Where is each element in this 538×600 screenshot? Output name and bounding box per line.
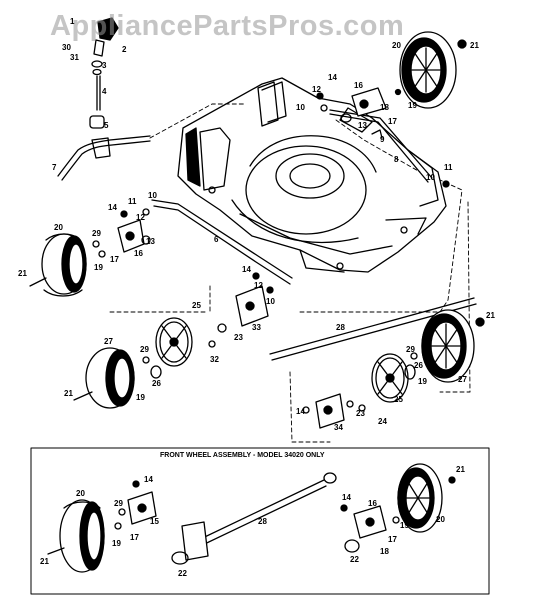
front-callout-20-left: 20: [76, 489, 85, 498]
callout-27-right: 27: [458, 375, 467, 384]
callout-14-mid: 14: [242, 265, 251, 274]
callout-9: 9: [380, 135, 385, 144]
assembly-guide-lines: [109, 103, 471, 443]
callout-31: 31: [70, 53, 79, 62]
callout-23-left: 23: [234, 333, 243, 342]
front-callout-28: 28: [258, 517, 267, 526]
callout-28-mid: 28: [336, 323, 345, 332]
callout-14-right-lower: 14: [296, 407, 305, 416]
mower-deck: [177, 77, 447, 273]
callout-11-left: 11: [128, 197, 137, 206]
front-callout-20-right: 20: [436, 515, 445, 524]
callout-26: 26: [152, 379, 161, 388]
height-bracket-left: [92, 208, 151, 258]
callout-24: 24: [378, 417, 387, 426]
wheel-top-right: [399, 31, 467, 109]
front-callout-16: 16: [368, 499, 377, 508]
callout-13-left: 13: [146, 237, 155, 246]
callout-27-left: 27: [104, 337, 113, 346]
callout-12-top-right: 12: [312, 85, 321, 94]
front-callout-29: 29: [114, 499, 123, 508]
callout-17-top-right: 17: [388, 117, 397, 126]
front-callout-17-left: 17: [130, 533, 139, 542]
front-callout-14-left: 14: [144, 475, 153, 484]
front-callout-19-right: 19: [400, 521, 409, 530]
callout-3: 3: [102, 61, 107, 70]
front-wheel-assembly-frame: [30, 447, 490, 595]
callout-16-left: 16: [134, 249, 143, 258]
callout-10-top-right: 10: [296, 103, 305, 112]
callout-19-right: 19: [418, 377, 427, 386]
front-callout-22-right: 22: [350, 555, 359, 564]
callout-10-mid: 10: [266, 297, 275, 306]
callout-7: 7: [52, 163, 57, 172]
height-adjust-lever: [57, 17, 151, 181]
height-bracket-center: [208, 272, 274, 348]
callout-12-mid: 12: [254, 281, 263, 290]
callout-32: 32: [210, 355, 219, 364]
front-axle: [171, 472, 337, 565]
front-callout-17-right: 17: [388, 535, 397, 544]
callout-30: 30: [62, 43, 71, 52]
wheel-right-rear: [421, 309, 485, 383]
callout-29-right: 29: [406, 345, 415, 354]
callout-13-top-right: 13: [358, 121, 367, 130]
callout-19-top-right: 19: [408, 101, 417, 110]
callout-19-left: 19: [94, 263, 103, 272]
callout-34: 34: [334, 423, 343, 432]
callout-6: 6: [214, 235, 219, 244]
callout-16-top-right: 16: [354, 81, 363, 90]
hub-cap-right: [371, 352, 418, 403]
callout-5: 5: [104, 121, 109, 130]
callout-8: 8: [394, 155, 399, 164]
front-wheel-assembly-left: [47, 480, 157, 573]
callout-29-mid: 29: [140, 345, 149, 354]
height-bracket-top-right: [316, 87, 450, 188]
front-callout-21-right: 21: [456, 465, 465, 474]
front-callout-15: 15: [150, 517, 159, 526]
callout-25-left: 25: [192, 301, 201, 310]
callout-18-top-right: 18: [380, 103, 389, 112]
callout-21-mid: 21: [64, 389, 73, 398]
site-watermark: AppliancePartsPros.com: [50, 10, 405, 42]
front-callout-22-left: 22: [178, 569, 187, 578]
wheel-left-front: [29, 233, 87, 297]
callout-33: 33: [252, 323, 261, 332]
callout-20-left: 20: [54, 223, 63, 232]
callout-14-top-right: 14: [328, 73, 337, 82]
callout-10-left: 10: [148, 191, 157, 200]
front-callout-14-right: 14: [342, 493, 351, 502]
callout-4: 4: [102, 87, 107, 96]
callout-21-right: 21: [486, 311, 495, 320]
callout-2: 2: [122, 45, 127, 54]
height-bracket-right: [302, 393, 366, 429]
front-wheel-assembly-caption: FRONT WHEEL ASSEMBLY - MODEL 34020 ONLY: [160, 452, 325, 459]
callout-1: 1: [70, 17, 75, 26]
callout-21-left: 21: [18, 269, 27, 278]
callout-23-right: 23: [356, 409, 365, 418]
callout-21-top-right: 21: [470, 41, 479, 50]
callout-26-right: 26: [414, 361, 423, 370]
front-callout-21-left: 21: [40, 557, 49, 566]
callout-10-right: 10: [426, 173, 435, 182]
callout-14-left: 14: [108, 203, 117, 212]
callout-11-right: 11: [444, 163, 453, 172]
front-callout-18: 18: [380, 547, 389, 556]
front-callout-19-left: 19: [112, 539, 121, 548]
front-wheel-assembly-right: [340, 463, 456, 553]
hub-cap-left: [155, 317, 193, 367]
linkage-rod: [151, 109, 433, 285]
callout-12-left: 12: [136, 213, 145, 222]
wheel-left-rear: [73, 347, 162, 409]
callout-19-mid: 19: [136, 393, 145, 402]
callout-20-top-right: 20: [392, 41, 401, 50]
callout-25-right: 25: [394, 395, 403, 404]
callout-29-left: 29: [92, 229, 101, 238]
callout-17-left: 17: [110, 255, 119, 264]
